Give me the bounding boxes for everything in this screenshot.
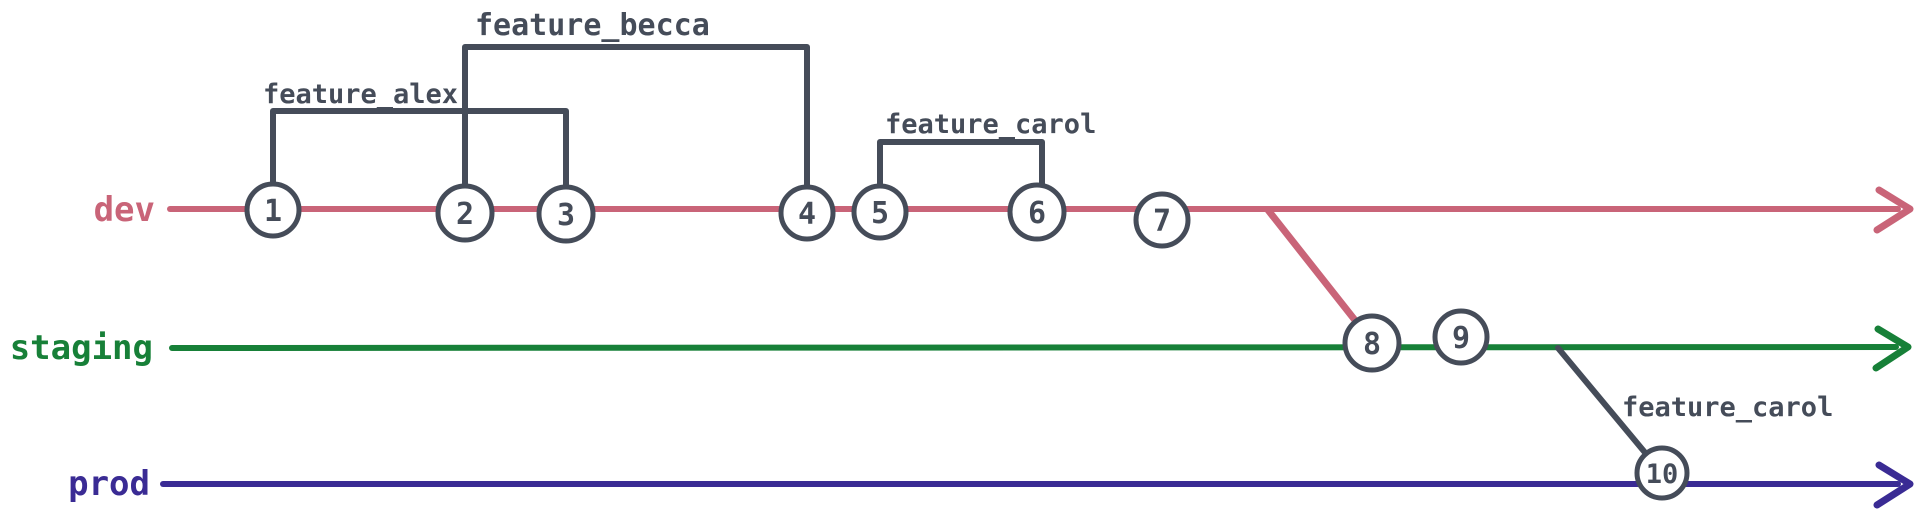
commit-circle (1342, 313, 1402, 373)
commit-number: 7 (1153, 204, 1171, 239)
prod-arrowhead-icon (1873, 461, 1914, 509)
commit-circle (244, 181, 302, 239)
dev-branch-label: dev (94, 190, 155, 230)
prod-branch-label: prod (68, 464, 150, 504)
branch-staging: staging (10, 325, 1912, 372)
commit-node-8: 8 (1342, 313, 1402, 373)
commit-circle (778, 184, 836, 242)
commit-number: 10 (1646, 459, 1679, 490)
commit-circle (851, 183, 909, 241)
commit-number: 2 (456, 197, 474, 232)
feature-alex-label: feature_alex (263, 79, 458, 110)
commit-number: 9 (1452, 321, 1470, 356)
commit-circle (1634, 445, 1690, 501)
branch-dev: dev (94, 186, 1914, 234)
staging-branch-line (169, 344, 1899, 351)
commit-number: 3 (557, 198, 575, 233)
commit-circle (1133, 191, 1191, 249)
commit-node-6: 6 (1007, 182, 1067, 242)
commit-circle (1432, 308, 1490, 366)
commit-node-7: 7 (1133, 191, 1191, 249)
feature-carol-prod-label: feature_carol (1622, 392, 1833, 423)
commit-node-2: 2 (435, 183, 495, 243)
feature-carol-connector (877, 139, 1045, 215)
commit-node-9: 9 (1432, 308, 1490, 366)
commit-circle (536, 184, 596, 244)
commit-circle (435, 183, 495, 243)
commit-number: 8 (1363, 327, 1381, 362)
commit-node-10: 10 (1634, 445, 1690, 501)
feature-becca-label: feature_becca (475, 8, 710, 43)
commit-node-4: 4 (778, 184, 836, 242)
commit-node-1: 1 (244, 181, 302, 239)
commit-node-5: 5 (851, 183, 909, 241)
commit-number: 1 (264, 194, 282, 229)
commit-node-3: 3 (536, 184, 596, 244)
commit-number: 5 (871, 196, 889, 231)
commit-number: 4 (798, 197, 816, 232)
commit-number: 6 (1028, 196, 1046, 231)
commit-circle (1007, 182, 1067, 242)
feature-carol-label: feature_carol (885, 109, 1096, 140)
staging-arrowhead-icon (1872, 325, 1912, 372)
feature-alex-connector (270, 108, 569, 217)
dev-arrowhead-icon (1873, 186, 1914, 234)
staging-branch-label: staging (10, 328, 153, 368)
feature-becca-connector (462, 44, 810, 216)
branch-prod: prod (68, 461, 1914, 509)
